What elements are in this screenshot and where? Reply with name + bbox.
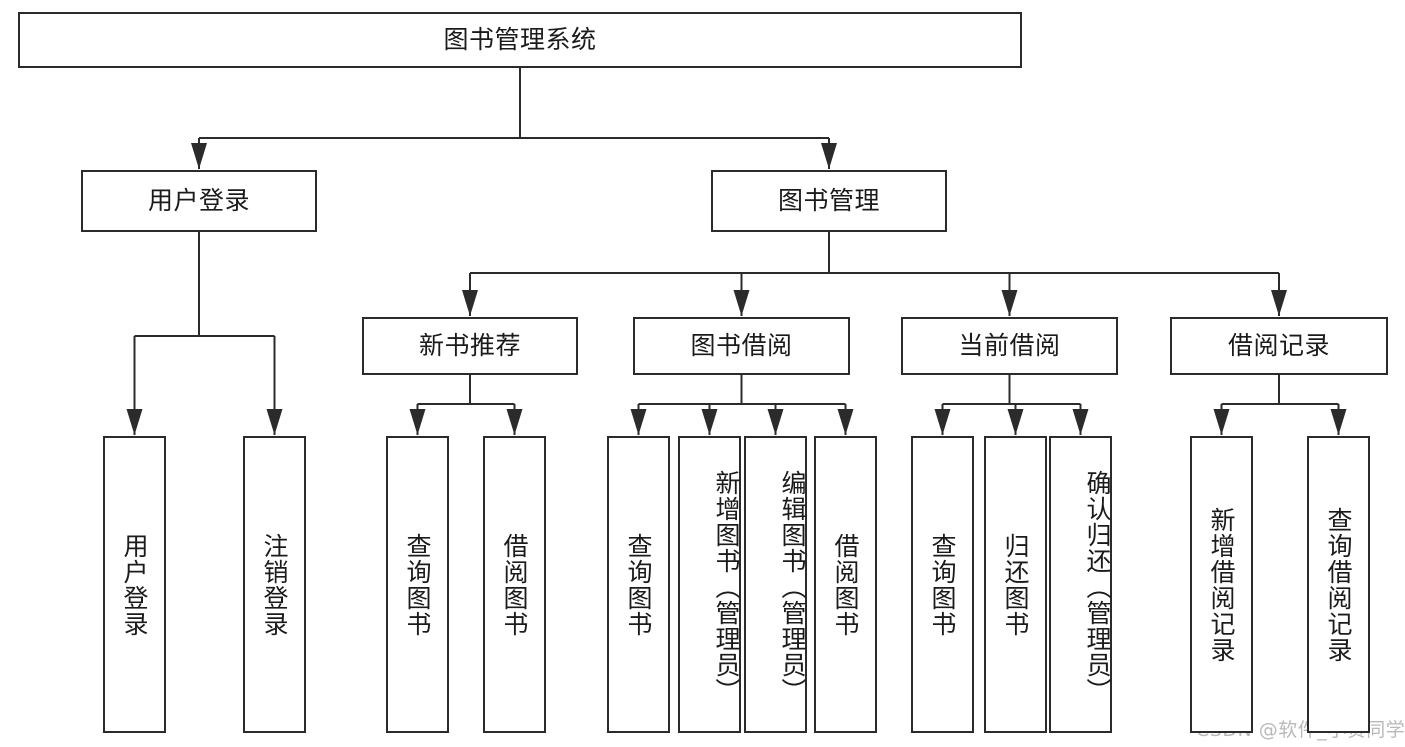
node-leaf-7[interactable]: 借阅图书 [814,436,877,733]
node-label: 确认归还（管理员） [1083,469,1112,704]
node-label: 归还图书 [1001,532,1030,637]
node-label: 注销登录 [260,532,289,637]
node-leaf-5[interactable]: 新增图书（管理员） [678,436,741,733]
node-l3-3[interactable]: 借阅记录 [1170,317,1388,375]
node-label: 新增借阅记录 [1207,506,1236,663]
node-leaf-11[interactable]: 新增借阅记录 [1190,436,1253,733]
node-label: 借阅图书 [831,532,860,637]
node-l2-0[interactable]: 用户登录 [81,170,317,232]
node-leaf-12[interactable]: 查询借阅记录 [1307,436,1370,733]
node-l3-1[interactable]: 图书借阅 [633,317,850,375]
node-label: 查询图书 [624,532,653,637]
node-label: 新增图书（管理员） [712,469,741,704]
node-leaf-6[interactable]: 编辑图书（管理员） [744,436,807,733]
node-leaf-2[interactable]: 查询图书 [386,436,449,733]
node-label: 编辑图书（管理员） [778,469,807,704]
node-root[interactable]: 图书管理系统 [18,12,1022,68]
node-leaf-8[interactable]: 查询图书 [911,436,974,733]
node-label: 图书借阅 [690,331,793,361]
node-label: 当前借阅 [958,331,1061,361]
node-l3-2[interactable]: 当前借阅 [901,317,1118,375]
node-label: 借阅图书 [500,532,529,637]
node-leaf-3[interactable]: 借阅图书 [483,436,546,733]
node-l2-1[interactable]: 图书管理 [711,170,947,232]
node-label: 查询图书 [403,532,432,637]
node-leaf-9[interactable]: 归还图书 [984,436,1047,733]
node-label: 新书推荐 [418,331,521,361]
node-label: 图书管理 [777,186,880,216]
node-label: 用户登录 [147,186,250,216]
node-label: 查询借阅记录 [1324,506,1353,663]
node-l3-0[interactable]: 新书推荐 [362,317,578,375]
node-label: 图书管理系统 [443,25,597,55]
node-label: 用户登录 [120,532,149,637]
node-label: 查询图书 [928,532,957,637]
node-label: 借阅记录 [1227,331,1330,361]
node-leaf-0[interactable]: 用户登录 [103,436,166,733]
node-leaf-10[interactable]: 确认归还（管理员） [1049,436,1112,733]
node-leaf-1[interactable]: 注销登录 [243,436,306,733]
node-leaf-4[interactable]: 查询图书 [607,436,670,733]
